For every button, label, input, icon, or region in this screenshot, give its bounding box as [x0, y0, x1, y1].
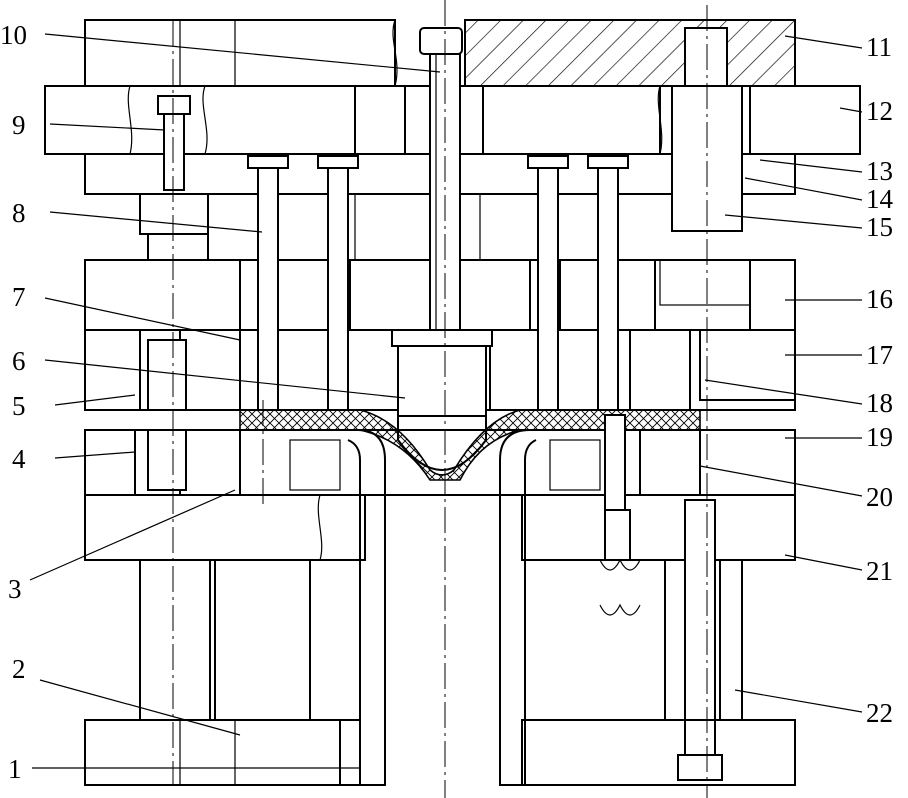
callout-7: 7: [12, 282, 26, 312]
callout-19: 19: [866, 422, 893, 452]
center-bolt: [419, 27, 463, 331]
callout-18: 18: [866, 388, 893, 418]
ejector-sleeve: [347, 429, 537, 786]
leader-lines: [29, 33, 863, 769]
callout-20: 20: [866, 482, 893, 512]
workpiece-blank: [239, 409, 701, 481]
callout-12: 12: [866, 96, 893, 126]
callout-5: 5: [12, 391, 26, 421]
callout-9: 9: [12, 110, 26, 140]
callout-21: 21: [866, 556, 893, 586]
callout-4: 4: [12, 444, 26, 474]
centerlines: [172, 0, 708, 798]
ejector-rod: [599, 414, 641, 616]
callout-6: 6: [12, 346, 26, 376]
callout-22: 22: [866, 698, 893, 728]
callout-14: 14: [866, 184, 894, 214]
callout-17: 17: [866, 340, 893, 370]
callout-16: 16: [866, 284, 893, 314]
callout-13: 13: [866, 156, 893, 186]
callout-2: 2: [12, 654, 26, 684]
callout-3: 3: [8, 574, 22, 604]
callout-11: 11: [866, 32, 892, 62]
callout-10: 10: [0, 20, 27, 50]
callout-1: 1: [8, 754, 22, 784]
fixing-screw: [157, 95, 191, 191]
lower-frame: [139, 499, 743, 781]
callout-labels: 1 2 3 4 5 6 7 8 9 10 11 12 13 14 15 16 1…: [0, 20, 894, 784]
upper-die-plate: [84, 19, 796, 87]
die-plate: [84, 429, 796, 496]
callout-8: 8: [12, 198, 26, 228]
lower-die-plate: [84, 719, 796, 786]
callout-15: 15: [866, 212, 893, 242]
